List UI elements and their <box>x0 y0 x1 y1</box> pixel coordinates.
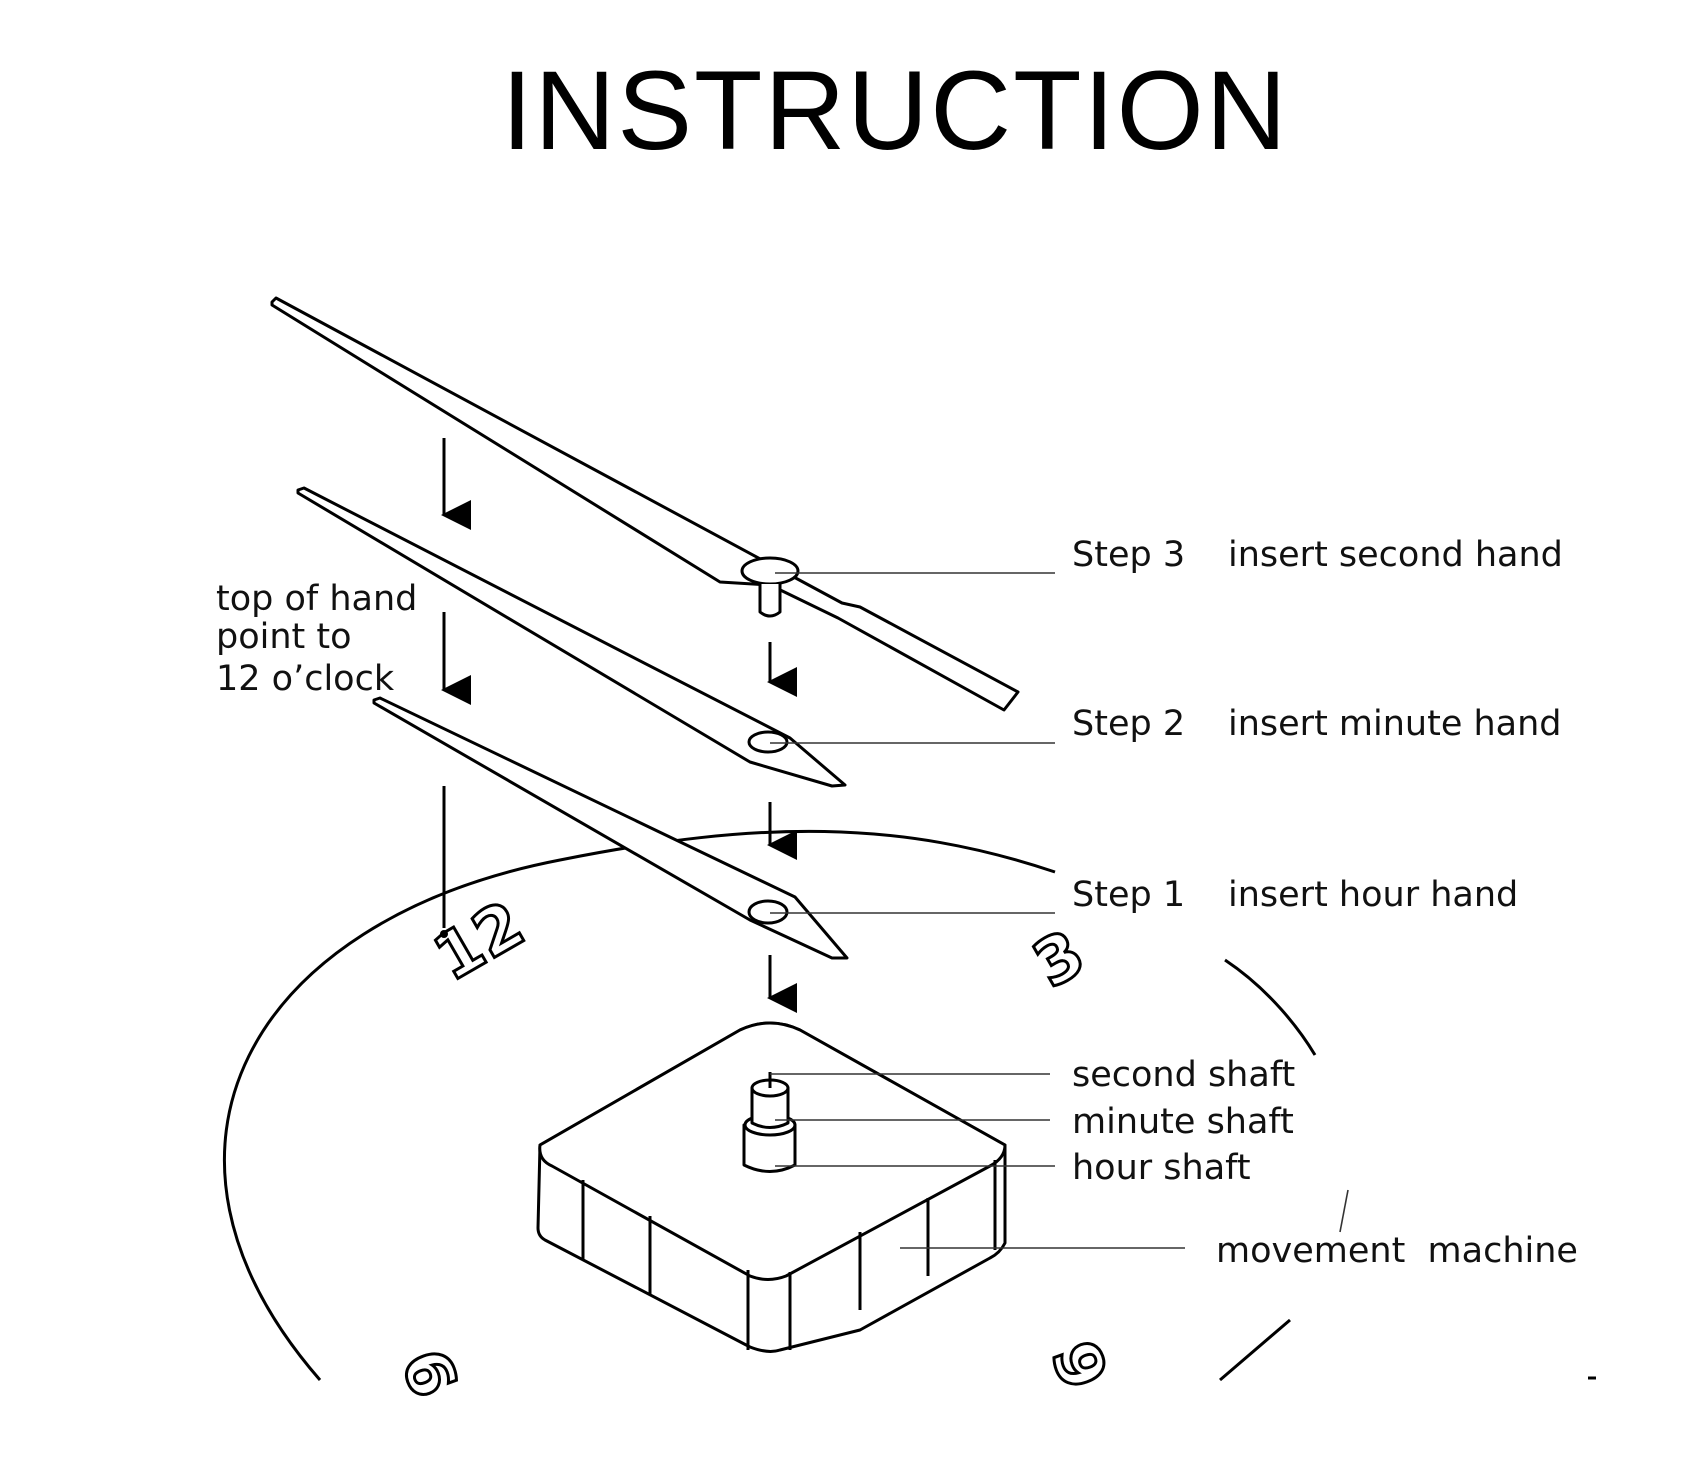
step-2-label: Step 2 insert minute hand <box>1072 704 1562 744</box>
svg-text:Step 3: Step 3 <box>1072 535 1185 575</box>
dial-number-3: 3 <box>1020 915 1099 1004</box>
dial-number-9: 9 <box>388 1337 476 1407</box>
svg-text:Step 1: Step 1 <box>1072 875 1185 915</box>
dial-number-6: 6 <box>1038 1329 1126 1399</box>
dial-number-12: 12 <box>421 886 538 998</box>
shaft-stack <box>742 1072 797 1173</box>
minute-hand <box>296 486 847 788</box>
svg-text:insert minute hand: insert minute hand <box>1228 704 1562 744</box>
hour-shaft-label: hour shaft <box>1072 1148 1251 1188</box>
svg-text:6: 6 <box>1040 1331 1125 1398</box>
movement-machine-label: movement machine <box>1216 1231 1578 1271</box>
svg-text:top of hand: top of hand <box>216 579 417 619</box>
step-1-label: Step 1 insert hour hand <box>1072 875 1518 915</box>
svg-text:insert second hand: insert second hand <box>1228 535 1563 575</box>
hour-hand <box>372 696 849 960</box>
svg-text:3: 3 <box>1022 917 1098 1003</box>
svg-text:insert hour hand: insert hour hand <box>1228 875 1518 915</box>
svg-text:point to: point to <box>216 617 352 657</box>
minute-shaft-label: minute shaft <box>1072 1102 1294 1142</box>
second-shaft-label: second shaft <box>1072 1055 1295 1095</box>
svg-text:Step 2: Step 2 <box>1072 704 1185 744</box>
svg-text:12: 12 <box>422 888 536 997</box>
svg-text:12 o’clock: 12 o’clock <box>216 659 395 699</box>
second-hand <box>270 296 1020 712</box>
side-note: top of hand point to 12 o’clock <box>216 579 417 699</box>
leader-lines <box>770 572 1349 1249</box>
page-title: INSTRUCTION <box>501 48 1289 173</box>
clock-dial <box>222 829 1596 1382</box>
svg-text:9: 9 <box>390 1339 475 1406</box>
step-3-label: Step 3 insert second hand <box>1072 535 1563 575</box>
assembly-arrows <box>440 438 797 1013</box>
